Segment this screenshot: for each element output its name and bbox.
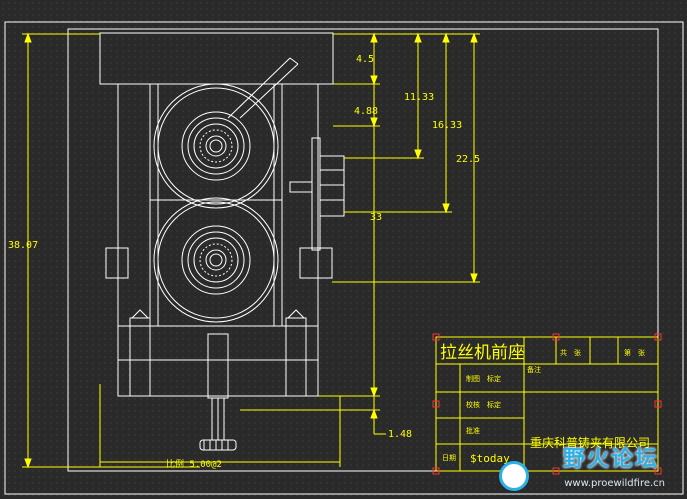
title-block-text: 拉丝机前座 共 张 第 张 备注 制图 标定 校核 标定 批准 日期 $toda… [440,343,650,465]
watermark-url: www.proewildfire.cn [564,478,665,489]
part-name-title: 拉丝机前座 [440,343,525,363]
approved-by-label: 批准 [466,426,480,435]
selection-handles[interactable] [432,333,662,475]
dimension-labels: 4.5 4.88 11.33 16.33 22.5 33 38.07 1.48 … [8,54,480,470]
sheet-number-label: 第 张 [624,348,645,357]
total-sheets-label: 共 张 [560,348,581,357]
dim-bottom-scale: 比例 5.00@2 [166,458,222,470]
dim-4-5: 4.5 [356,54,374,65]
dim-1-48: 1.48 [388,429,412,440]
watermark-title: 野火论坛 [562,447,659,472]
sheet-border [4,21,684,495]
title-block[interactable] [435,336,659,472]
dim-16-33: 16.33 [432,120,462,131]
date-label: 日期 [442,454,456,462]
dim-22-5: 22.5 [456,154,480,165]
dim-4-88: 4.88 [354,106,378,117]
dim-11-33: 11.33 [404,92,434,103]
dim-38-07: 38.07 [8,240,38,251]
dimension-lines [22,32,480,469]
date-value: $today [470,452,510,465]
company-name: 重庆科普铸夹有限公司 [530,435,650,450]
checked-by-label: 校核 标定 [466,400,501,409]
drawn-by-label: 制图 标定 [466,374,501,383]
part-front-view [99,32,345,451]
watermark-logo-icon [499,461,529,491]
dim-33: 33 [370,212,382,223]
remark-label: 备注 [527,365,541,374]
watermark: 野火论坛 www.proewildfire.cn [499,439,679,495]
